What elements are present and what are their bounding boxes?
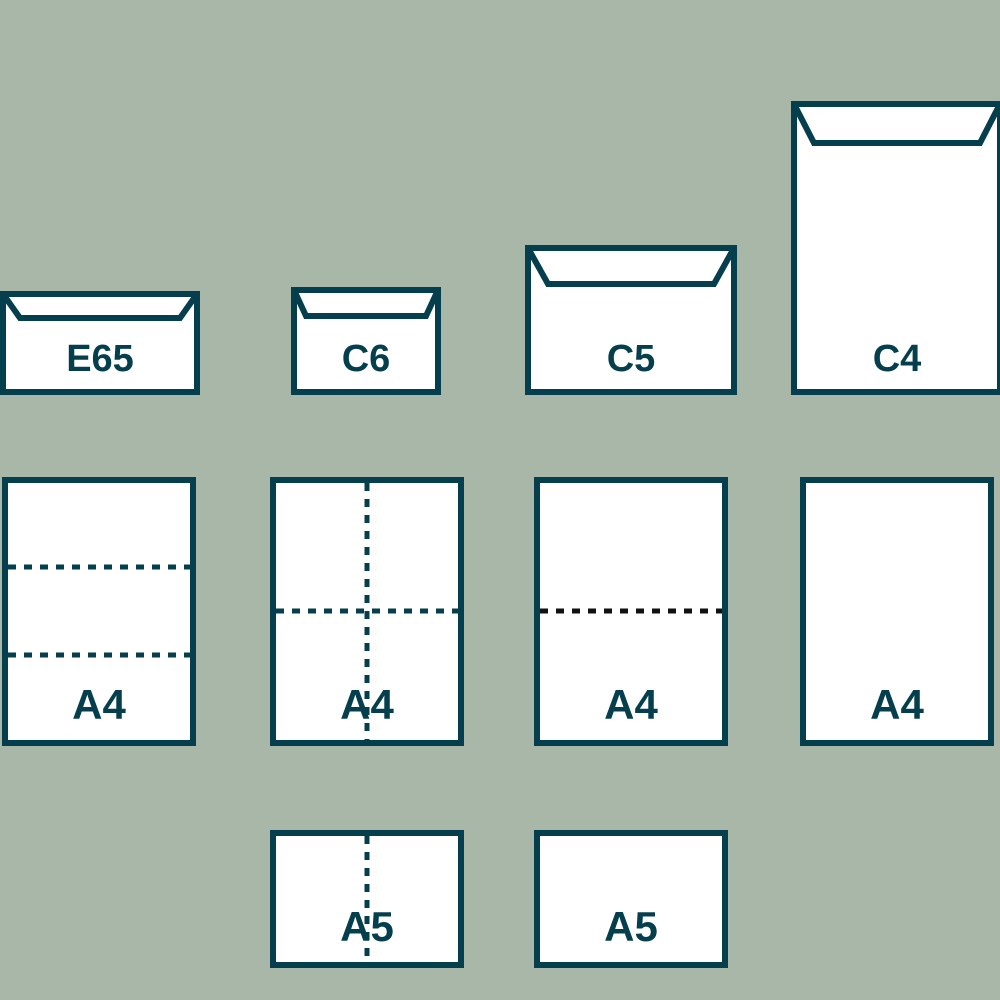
sheet-body: [534, 477, 728, 746]
sheet-label: A4: [604, 681, 658, 728]
sheet-label: A4: [340, 681, 394, 728]
envelope-label: E65: [66, 338, 134, 380]
sheet-a4-unfolded: A4: [800, 477, 994, 746]
envelope-e65: E65: [0, 291, 200, 395]
envelope-c5: C5: [525, 245, 737, 395]
envelope-flap: [791, 102, 1000, 146]
sheet-label: A4: [870, 681, 924, 728]
sheet-a5-half-fold: A5: [270, 830, 464, 968]
envelope-flap: [291, 288, 441, 319]
envelope-label: C6: [342, 338, 391, 380]
envelope-body: [0, 291, 200, 395]
sheet-body: [2, 477, 196, 746]
envelope-c4: C4: [791, 101, 1000, 395]
sheet-a4-three-panel-fold: A4: [2, 477, 196, 746]
sheet-a4-quarter-fold: A4: [270, 477, 464, 746]
envelope-body: [791, 101, 1000, 395]
sheet-label: A4: [72, 681, 126, 728]
envelope-label: C4: [873, 338, 922, 380]
sheet-a4-half-fold: A4: [534, 477, 728, 746]
envelope-c6: C6: [291, 287, 441, 395]
sheet-a5-unfolded: A5: [534, 830, 728, 968]
envelope-flap: [0, 292, 200, 321]
sheet-body: [800, 477, 994, 746]
envelope-flap: [525, 246, 737, 287]
envelope-label: C5: [607, 338, 656, 380]
sheet-label: A5: [340, 903, 394, 950]
envelope-body: [525, 245, 737, 395]
sheet-label: A5: [604, 903, 658, 950]
envelope-body: [291, 287, 441, 395]
sheet-body: [534, 830, 728, 968]
